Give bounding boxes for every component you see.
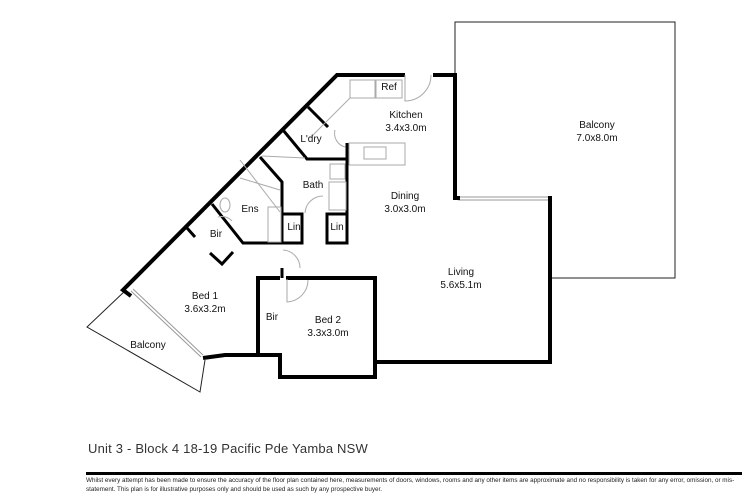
label-bed1: Bed 1 3.6x3.2m (184, 290, 225, 316)
door-laundry (334, 129, 346, 148)
bed1-name: Bed 1 (191, 291, 219, 302)
disclaimer-text: Whilst every attempt has been made to en… (86, 477, 735, 493)
sink (363, 146, 387, 160)
balcony-large-size: 7.0x8.0m (576, 133, 618, 144)
bed1-size: 3.6x3.2m (184, 304, 226, 315)
kitchen-island (348, 142, 406, 166)
footer-divider (86, 472, 742, 475)
label-kitchen: Kitchen 3.4x3.0m (385, 109, 426, 135)
door-bed2 (286, 279, 309, 303)
label-balcony-large: Balcony 7.0x8.0m (576, 119, 617, 145)
property-address-title: Unit 3 - Block 4 18-19 Pacific Pde Yamba… (88, 441, 368, 456)
label-balcony-small: Balcony (130, 340, 166, 351)
label-bed2: Bed 2 3.3x3.0m (307, 314, 348, 340)
door-ens (217, 216, 233, 222)
basin-ens (267, 206, 282, 243)
living-size: 5.6x5.1m (440, 280, 482, 291)
label-bir-2: Bir (265, 312, 279, 323)
fixtures (217, 74, 432, 303)
living-name: Living (447, 267, 475, 278)
door-entry (404, 74, 432, 102)
label-bir-1: Bir (209, 229, 223, 240)
kitchen-name: Kitchen (389, 110, 423, 121)
label-ensuite: Ens (241, 204, 259, 215)
kitchen-size: 3.4x3.0m (385, 123, 427, 134)
windows (130, 196, 548, 358)
label-bath: Bath (302, 180, 324, 191)
label-lin-1: Lin (287, 222, 301, 233)
label-lin-2: Lin (330, 222, 344, 233)
dining-size: 3.0x3.0m (384, 204, 426, 215)
bed2-size: 3.3x3.0m (307, 328, 349, 339)
toilet-ens (219, 197, 231, 213)
fridge (375, 79, 403, 99)
label-ref: Ref (381, 82, 397, 93)
exterior-walls (119, 73, 552, 379)
toilet-bath (329, 163, 346, 180)
balcony-small-outline (86, 289, 206, 393)
interior-walls (185, 105, 349, 278)
balcony-large-name: Balcony (579, 120, 615, 131)
cooktop (349, 79, 376, 99)
basin-bath (328, 181, 347, 211)
door-bath (304, 195, 324, 214)
door-bed1 (282, 249, 301, 269)
bed2-name: Bed 2 (314, 315, 342, 326)
label-dining: Dining 3.0x3.0m (384, 190, 425, 216)
dining-name: Dining (390, 191, 420, 202)
label-living: Living 5.6x5.1m (440, 266, 481, 292)
balcony-large-outline (454, 21, 676, 279)
label-laundry: L'dry (300, 134, 322, 145)
